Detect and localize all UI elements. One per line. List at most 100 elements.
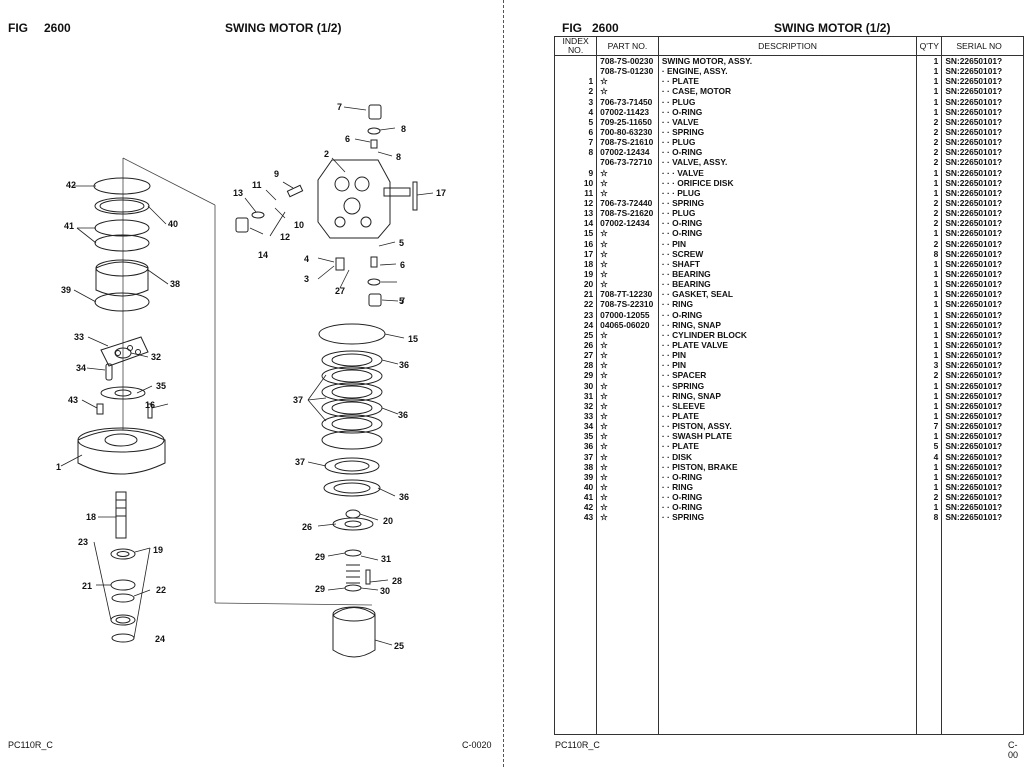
row-description: SWING MOTOR, ASSY.	[657, 55, 918, 67]
page-title: SWING MOTOR (1/2)	[774, 21, 891, 35]
callout-number: 27	[335, 286, 345, 296]
row-serial: SN:22650101?	[941, 309, 1024, 320]
row-part-no: ☆	[596, 228, 659, 239]
row-qty: 7	[916, 421, 943, 432]
row-qty: 1	[916, 299, 943, 310]
callout-number: 25	[394, 641, 404, 651]
row-description: · · O-RING	[657, 218, 918, 229]
row-qty: 1	[916, 177, 943, 188]
row-index: 24	[553, 319, 598, 330]
row-index: 23	[553, 309, 598, 320]
row-serial: SN:22650101?	[941, 400, 1024, 411]
filler-cell	[916, 522, 943, 736]
row-index: 13	[553, 208, 598, 219]
footer-model: PC110R_C	[555, 740, 600, 750]
row-index: 42	[553, 502, 598, 513]
row-description: · · · ORIFICE DISK	[657, 177, 918, 188]
row-index	[553, 55, 598, 67]
row-index: 11	[553, 187, 598, 198]
row-description: · · RING, SNAP	[657, 390, 918, 401]
row-index: 9	[553, 167, 598, 178]
callout-number: 24	[155, 634, 165, 644]
row-description: · · PIN	[657, 350, 918, 361]
row-qty: 2	[916, 492, 943, 503]
callout-number: 4	[304, 254, 309, 264]
row-qty: 1	[916, 86, 943, 97]
callout-number: 37	[293, 395, 303, 405]
row-description: · · O-RING	[657, 228, 918, 239]
footer-model: PC110R_C	[8, 740, 53, 750]
row-part-no: ☆	[596, 279, 659, 290]
row-index: 12	[553, 197, 598, 209]
row-qty: 1	[916, 410, 943, 422]
callout-number: 37	[295, 457, 305, 467]
row-qty: 3	[916, 360, 943, 371]
col-header-qty: Q'TY	[916, 36, 943, 56]
row-serial: SN:22650101?	[941, 208, 1024, 219]
row-description: · · · PLUG	[657, 187, 918, 198]
callout-number: 31	[381, 554, 391, 564]
row-serial: SN:22650101?	[941, 360, 1024, 371]
row-qty: 1	[916, 66, 943, 77]
callout-number: 42	[66, 180, 76, 190]
row-index: 17	[553, 248, 598, 259]
row-index	[553, 157, 598, 168]
row-description: · · O-RING	[657, 502, 918, 513]
row-qty: 8	[916, 248, 943, 259]
row-qty: 2	[916, 116, 943, 127]
row-part-no: ☆	[596, 339, 659, 351]
row-index: 15	[553, 228, 598, 239]
row-serial: SN:22650101?	[941, 410, 1024, 422]
row-serial: SN:22650101?	[941, 218, 1024, 229]
row-description: · · VALVE, ASSY.	[657, 157, 918, 168]
row-index: 33	[553, 410, 598, 422]
row-index: 22	[553, 299, 598, 310]
row-serial: SN:22650101?	[941, 481, 1024, 493]
row-serial: SN:22650101?	[941, 106, 1024, 117]
row-serial: SN:22650101?	[941, 167, 1024, 178]
row-serial: SN:22650101?	[941, 258, 1024, 269]
row-qty: 1	[916, 187, 943, 198]
row-part-no: 708-7S-22310	[596, 299, 659, 310]
row-qty: 1	[916, 76, 943, 87]
row-qty: 1	[916, 228, 943, 239]
row-serial: SN:22650101?	[941, 319, 1024, 330]
row-part-no: ☆	[596, 238, 659, 249]
fig-number: 2600	[592, 21, 619, 35]
row-index: 38	[553, 461, 598, 472]
parts-table: INDEX NO. PART NO. DESCRIPTION Q'TY SERI…	[553, 36, 1024, 736]
row-qty: 1	[916, 431, 943, 442]
row-qty: 1	[916, 55, 943, 67]
row-index: 39	[553, 471, 598, 482]
row-qty: 1	[916, 471, 943, 482]
row-part-no: ☆	[596, 329, 659, 340]
table-filler-row	[553, 522, 1024, 736]
row-serial: SN:22650101?	[941, 66, 1024, 77]
row-index: 3	[553, 96, 598, 107]
row-serial: SN:22650101?	[941, 197, 1024, 209]
row-index: 40	[553, 481, 598, 493]
row-serial: SN:22650101?	[941, 268, 1024, 280]
row-description: · · GASKET, SEAL	[657, 289, 918, 300]
row-serial: SN:22650101?	[941, 370, 1024, 381]
callout-number: 36	[398, 410, 408, 420]
row-index: 8	[553, 147, 598, 158]
row-index: 25	[553, 329, 598, 340]
